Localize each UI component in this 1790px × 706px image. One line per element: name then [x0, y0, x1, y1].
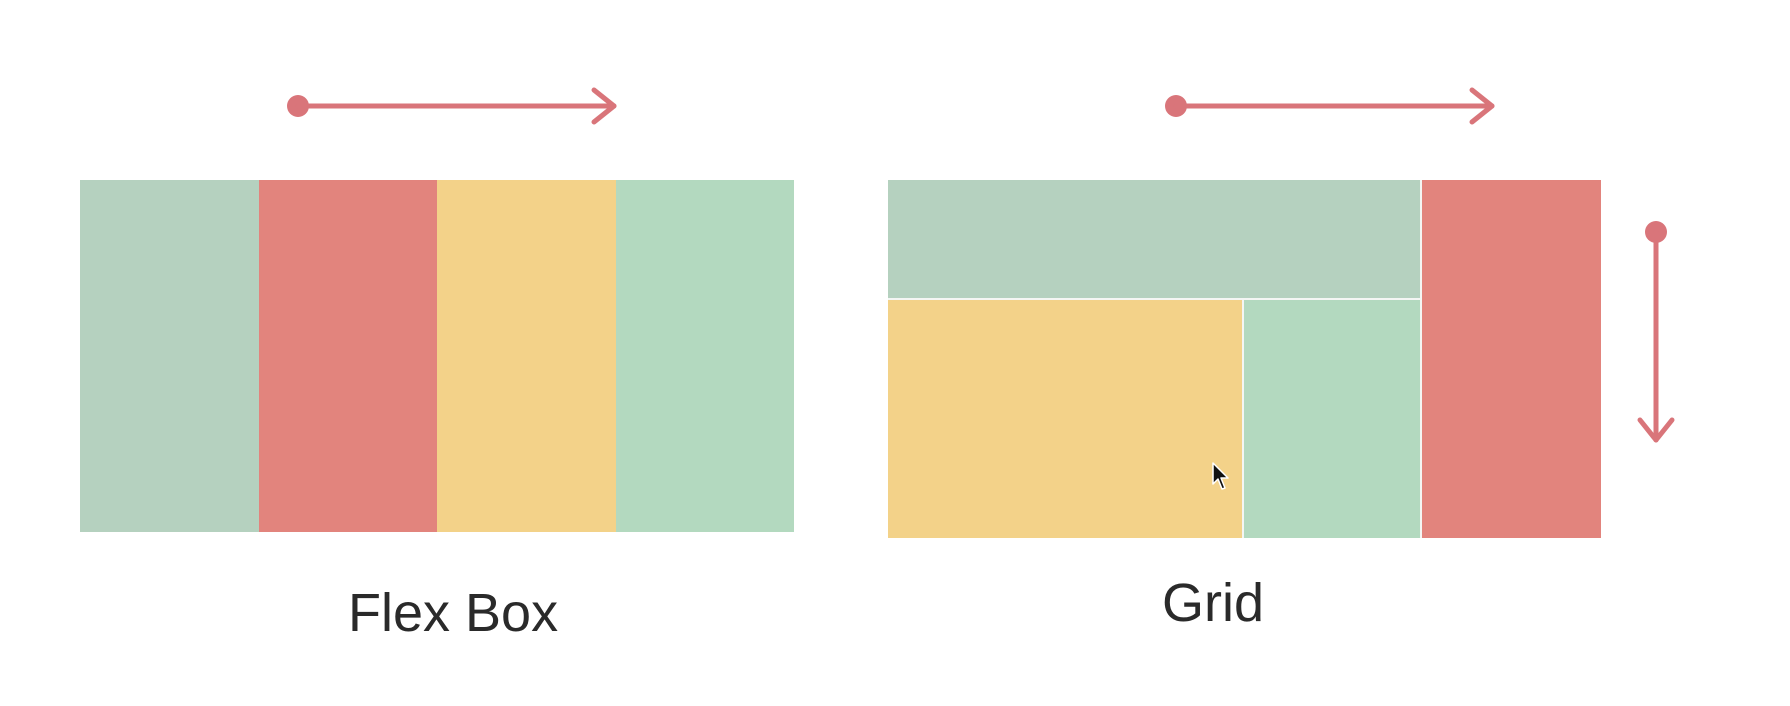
flex-horizontal-arrow-icon	[287, 87, 617, 125]
grid-horizontal-arrow-icon	[1165, 87, 1495, 125]
flex-item-2	[258, 180, 437, 532]
grid-container	[888, 180, 1601, 538]
flex-box-container	[80, 180, 794, 532]
grid-cell-bottom-left	[888, 300, 1244, 538]
grid-caption: Grid	[1162, 573, 1265, 633]
grid-cell-bottom-middle	[1244, 300, 1422, 538]
flex-item-4	[615, 180, 794, 532]
flex-item-3	[437, 180, 616, 532]
grid-cell-right	[1422, 180, 1601, 538]
mouse-pointer-icon	[1212, 462, 1229, 490]
flex-box-caption: Flex Box	[348, 583, 559, 643]
flex-item-1	[80, 180, 259, 532]
grid-vertical-arrow-icon	[1637, 221, 1675, 443]
grid-cell-top	[888, 180, 1422, 300]
